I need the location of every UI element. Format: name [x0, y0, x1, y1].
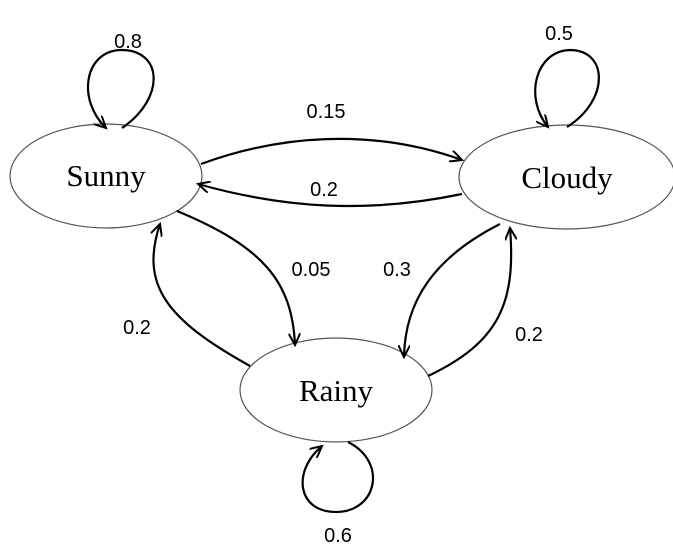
edge-sunny-sunny-label: 0.8 [114, 31, 142, 53]
edge-rainy-cloudy [427, 228, 511, 377]
edge-rainy-sunny [153, 224, 251, 367]
node-rainy-shape [239, 337, 433, 443]
node-sunny: Sunny [9, 123, 203, 229]
edge-sunny-cloudy [200, 137, 462, 166]
node-rainy-label: Rainy [299, 373, 374, 408]
edge-sunny-rainy-label: 0.05 [292, 259, 331, 281]
edge-sunny-rainy [176, 209, 295, 345]
edge-sunny-cloudy-label: 0.15 [307, 101, 346, 123]
edge-sunny-sunny [86, 48, 155, 128]
node-sunny-label: Sunny [66, 158, 146, 193]
edge-rainy-sunny-label: 0.2 [123, 317, 151, 339]
edge-cloudy-rainy-label: 0.3 [383, 259, 411, 281]
edge-cloudy-sunny [198, 184, 463, 208]
node-rainy: Rainy [239, 337, 433, 443]
node-cloudy: Cloudy [458, 124, 673, 230]
edge-rainy-rainy-label: 0.6 [324, 525, 352, 547]
node-cloudy-label: Cloudy [521, 160, 613, 195]
edge-rainy-cloudy-label: 0.2 [515, 324, 543, 346]
edge-cloudy-rainy [404, 223, 501, 357]
edge-cloudy-cloudy [534, 48, 600, 127]
edge-cloudy-sunny-label: 0.2 [310, 179, 338, 201]
edge-cloudy-cloudy-label: 0.5 [545, 23, 573, 45]
node-cloudy-shape [458, 124, 673, 230]
edge-rainy-rainy [301, 441, 375, 514]
